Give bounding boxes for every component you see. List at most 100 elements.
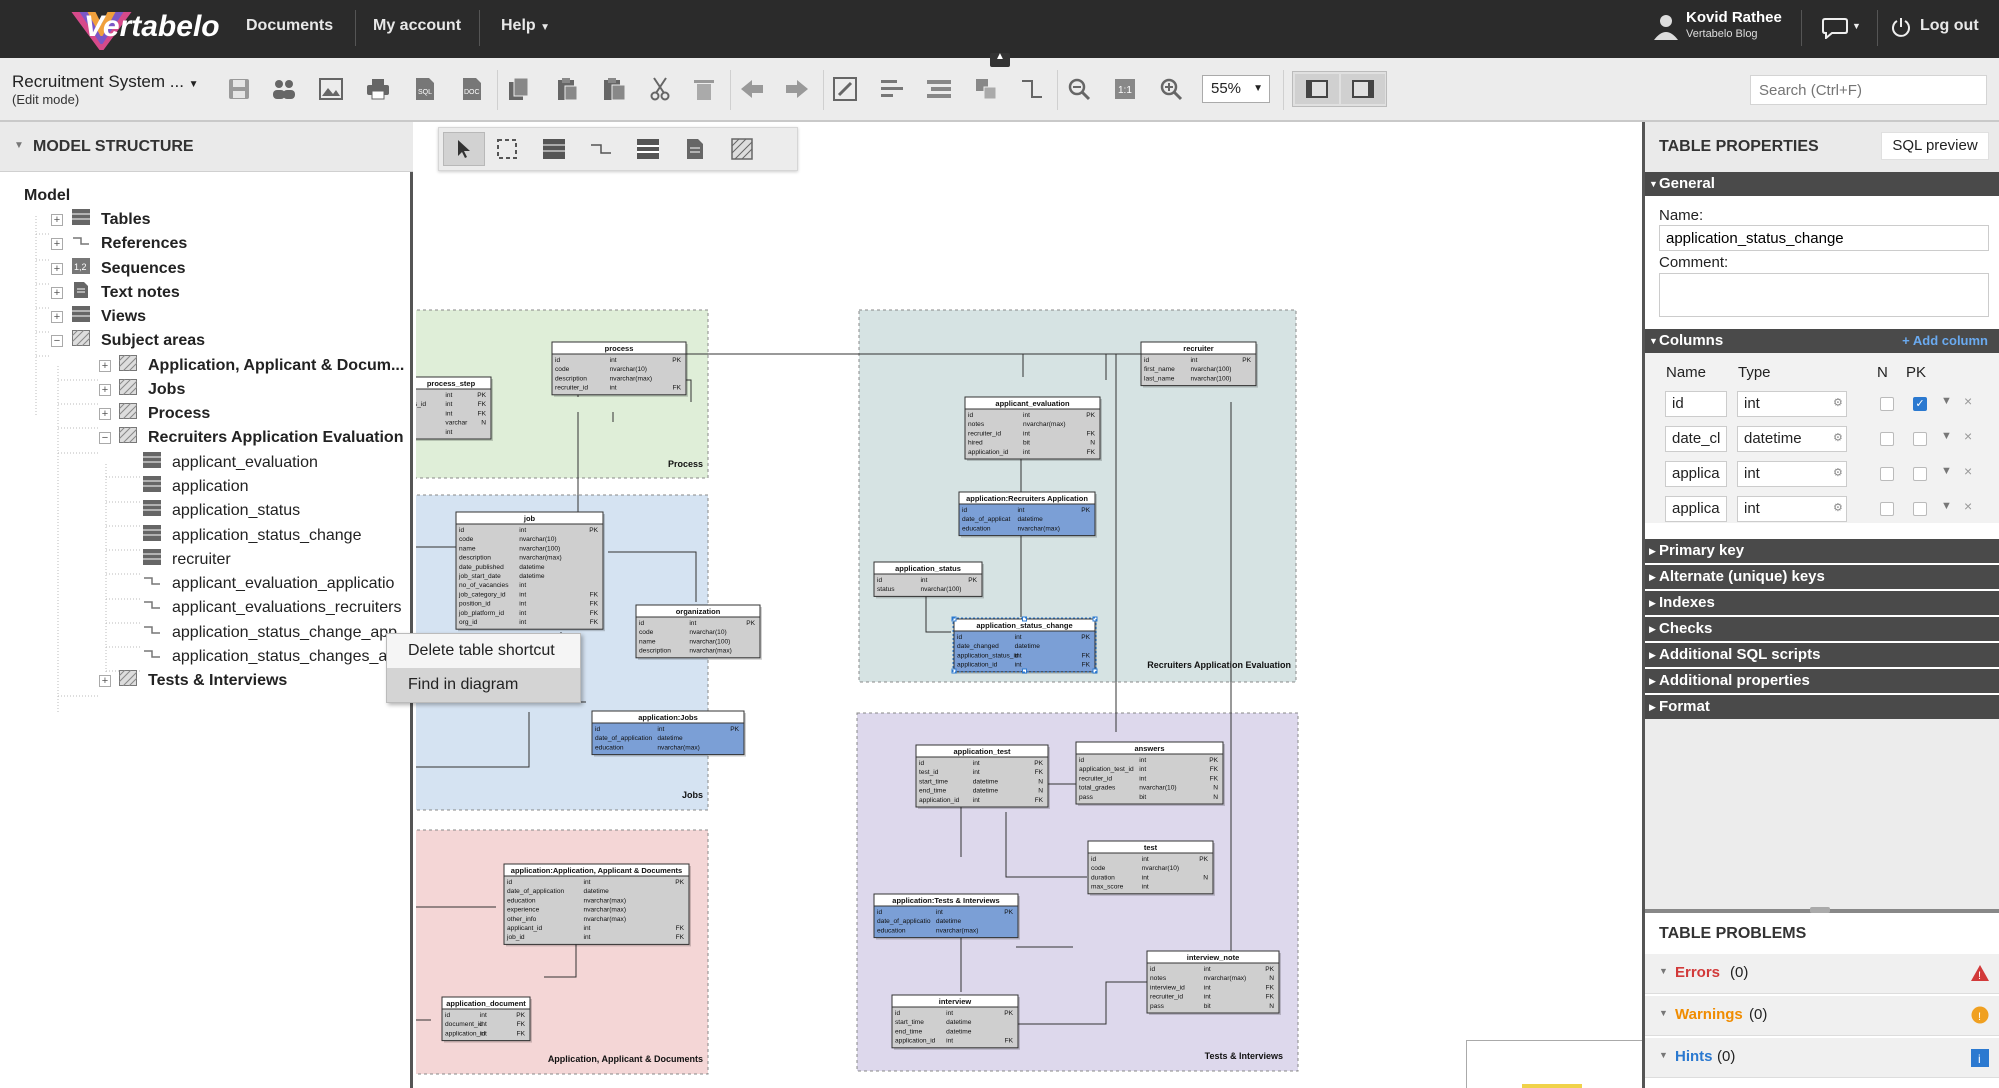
vertabelo-logo-icon[interactable] <box>14 8 189 50</box>
tree-reference-2[interactable]: applicant_evaluations_recruiters <box>172 599 402 616</box>
zoom-select[interactable]: 55%▼ <box>1202 75 1270 103</box>
column-type-input[interactable]: int <box>1737 461 1847 487</box>
nullable-checkbox[interactable] <box>1880 432 1894 446</box>
table-header[interactable] <box>455 511 604 525</box>
align-icon[interactable] <box>877 74 907 104</box>
add-note-tool-icon[interactable] <box>682 136 708 162</box>
cut-icon[interactable] <box>645 74 675 104</box>
left-panel-toggle-icon[interactable] <box>1295 74 1339 104</box>
tree-views[interactable]: Views <box>101 308 147 325</box>
search-input[interactable] <box>1750 75 1987 105</box>
table-header[interactable] <box>503 863 690 877</box>
close-icon[interactable]: × <box>1964 428 1973 444</box>
add-area-tool-icon[interactable] <box>729 136 755 162</box>
minimap[interactable] <box>1466 1040 1642 1088</box>
warnings-row[interactable]: ▼ Warnings (0) ! <box>1645 996 1999 1036</box>
tree-reference-1[interactable]: applicant_evaluation_applicatio <box>172 575 395 592</box>
tree-reference-4[interactable]: application_status_changes_ap... <box>172 648 410 665</box>
chevron-down-icon[interactable]: ▼ <box>1852 21 1861 31</box>
selection-handle[interactable] <box>951 668 957 674</box>
format-section[interactable]: ▶Format <box>1645 695 1999 719</box>
table-header[interactable] <box>635 604 761 618</box>
column-type-input[interactable]: datetime <box>1737 426 1847 452</box>
pk-checkbox-checked[interactable]: ✓ <box>1913 397 1927 411</box>
tree-table-recruiter[interactable]: recruiter <box>172 551 231 568</box>
hints-row[interactable]: ▼ Hints (0) i <box>1645 1038 1999 1078</box>
reference-line[interactable] <box>1016 981 1154 1025</box>
expand-icon[interactable]: + <box>99 675 111 687</box>
zoom-in-icon[interactable] <box>1156 74 1186 104</box>
expand-icon[interactable]: + <box>99 384 111 396</box>
column-type-input[interactable]: int <box>1737 496 1847 522</box>
redo-icon[interactable] <box>782 74 812 104</box>
user-name[interactable]: Kovid Rathee <box>1686 9 1782 26</box>
table-header[interactable] <box>416 376 492 390</box>
chevron-down-icon[interactable]: ▼ <box>1941 500 1952 512</box>
selection-handle[interactable] <box>1022 616 1027 622</box>
table-comment-textarea[interactable] <box>1659 273 1989 317</box>
expand-icon[interactable]: + <box>51 238 63 250</box>
sql-export-icon[interactable]: SQL <box>410 74 440 104</box>
tree-tables[interactable]: Tables <box>101 211 151 228</box>
collapse-header-toggle[interactable]: ▲ <box>990 51 1010 67</box>
tree-subject-areas[interactable]: Subject areas <box>101 332 206 349</box>
columns-section-header[interactable]: ▼Columns+ Add column <box>1645 329 1999 353</box>
share-icon[interactable] <box>269 74 299 104</box>
export-image-icon[interactable] <box>316 74 346 104</box>
selection-handle[interactable] <box>951 616 957 622</box>
expand-icon[interactable]: + <box>51 263 63 275</box>
gear-icon[interactable]: ⚙ <box>1833 502 1843 514</box>
area-select-tool-icon[interactable] <box>494 136 520 162</box>
table-name-input[interactable] <box>1659 225 1989 251</box>
gear-icon[interactable]: ⚙ <box>1833 467 1843 479</box>
errors-row[interactable]: ▼ Errors (0) ! <box>1645 954 1999 994</box>
edit-style-icon[interactable] <box>830 74 860 104</box>
table-header[interactable] <box>1075 741 1224 755</box>
tree-model-root[interactable]: Model <box>24 187 71 204</box>
tree-table-application-status[interactable]: application_status <box>172 502 301 519</box>
tree-subject-area-jobs[interactable]: Jobs <box>148 381 186 398</box>
add-table-tool-icon[interactable] <box>541 136 567 162</box>
column-name-input[interactable]: applica <box>1665 461 1727 487</box>
expand-icon[interactable]: + <box>51 287 63 299</box>
expand-icon[interactable]: + <box>99 408 111 420</box>
save-icon[interactable] <box>224 74 254 104</box>
actual-size-icon[interactable]: 1:1 <box>1110 74 1140 104</box>
nullable-checkbox[interactable] <box>1880 467 1894 481</box>
alternate-keys-section[interactable]: ▶Alternate (unique) keys <box>1645 565 1999 589</box>
close-icon[interactable]: × <box>1964 463 1973 479</box>
document-title[interactable]: Recruitment System ... ▼ <box>12 72 199 92</box>
add-view-tool-icon[interactable] <box>635 136 661 162</box>
reference-line[interactable] <box>416 712 530 768</box>
paste-special-icon[interactable] <box>599 74 629 104</box>
close-icon[interactable]: × <box>1964 498 1973 514</box>
table-header[interactable] <box>551 341 687 355</box>
table-header[interactable] <box>958 491 1096 505</box>
tree-table-application-status-change[interactable]: application_status_change <box>172 527 362 544</box>
nav-my-account[interactable]: My account <box>373 17 462 34</box>
tree-table-application[interactable]: application <box>172 478 249 495</box>
gear-icon[interactable]: ⚙ <box>1833 432 1843 444</box>
splitter-handle[interactable] <box>1810 907 1830 913</box>
pk-checkbox[interactable] <box>1913 502 1927 516</box>
chevron-down-icon[interactable]: ▼ <box>1941 430 1952 442</box>
additional-properties-section[interactable]: ▶Additional properties <box>1645 669 1999 693</box>
selection-handle[interactable] <box>1092 668 1098 674</box>
print-icon[interactable] <box>363 74 393 104</box>
pk-checkbox[interactable] <box>1913 432 1927 446</box>
tree-text-notes[interactable]: Text notes <box>101 284 180 301</box>
logout-link[interactable]: Log out <box>1920 17 1979 34</box>
menu-delete-table-shortcut[interactable]: Delete table shortcut <box>408 642 555 659</box>
menu-find-in-diagram[interactable]: Find in diagram <box>387 668 580 702</box>
checks-section[interactable]: ▶Checks <box>1645 617 1999 641</box>
distribute-icon[interactable] <box>924 74 954 104</box>
table-job[interactable] <box>455 511 604 630</box>
selection-handle[interactable] <box>1092 616 1098 622</box>
collapse-icon[interactable]: − <box>99 432 111 444</box>
column-type-input[interactable]: int <box>1737 391 1847 417</box>
general-section-header[interactable]: ▼General <box>1645 172 1999 196</box>
undo-icon[interactable] <box>737 74 767 104</box>
column-name-input[interactable]: id <box>1665 391 1727 417</box>
delete-icon[interactable] <box>689 74 719 104</box>
